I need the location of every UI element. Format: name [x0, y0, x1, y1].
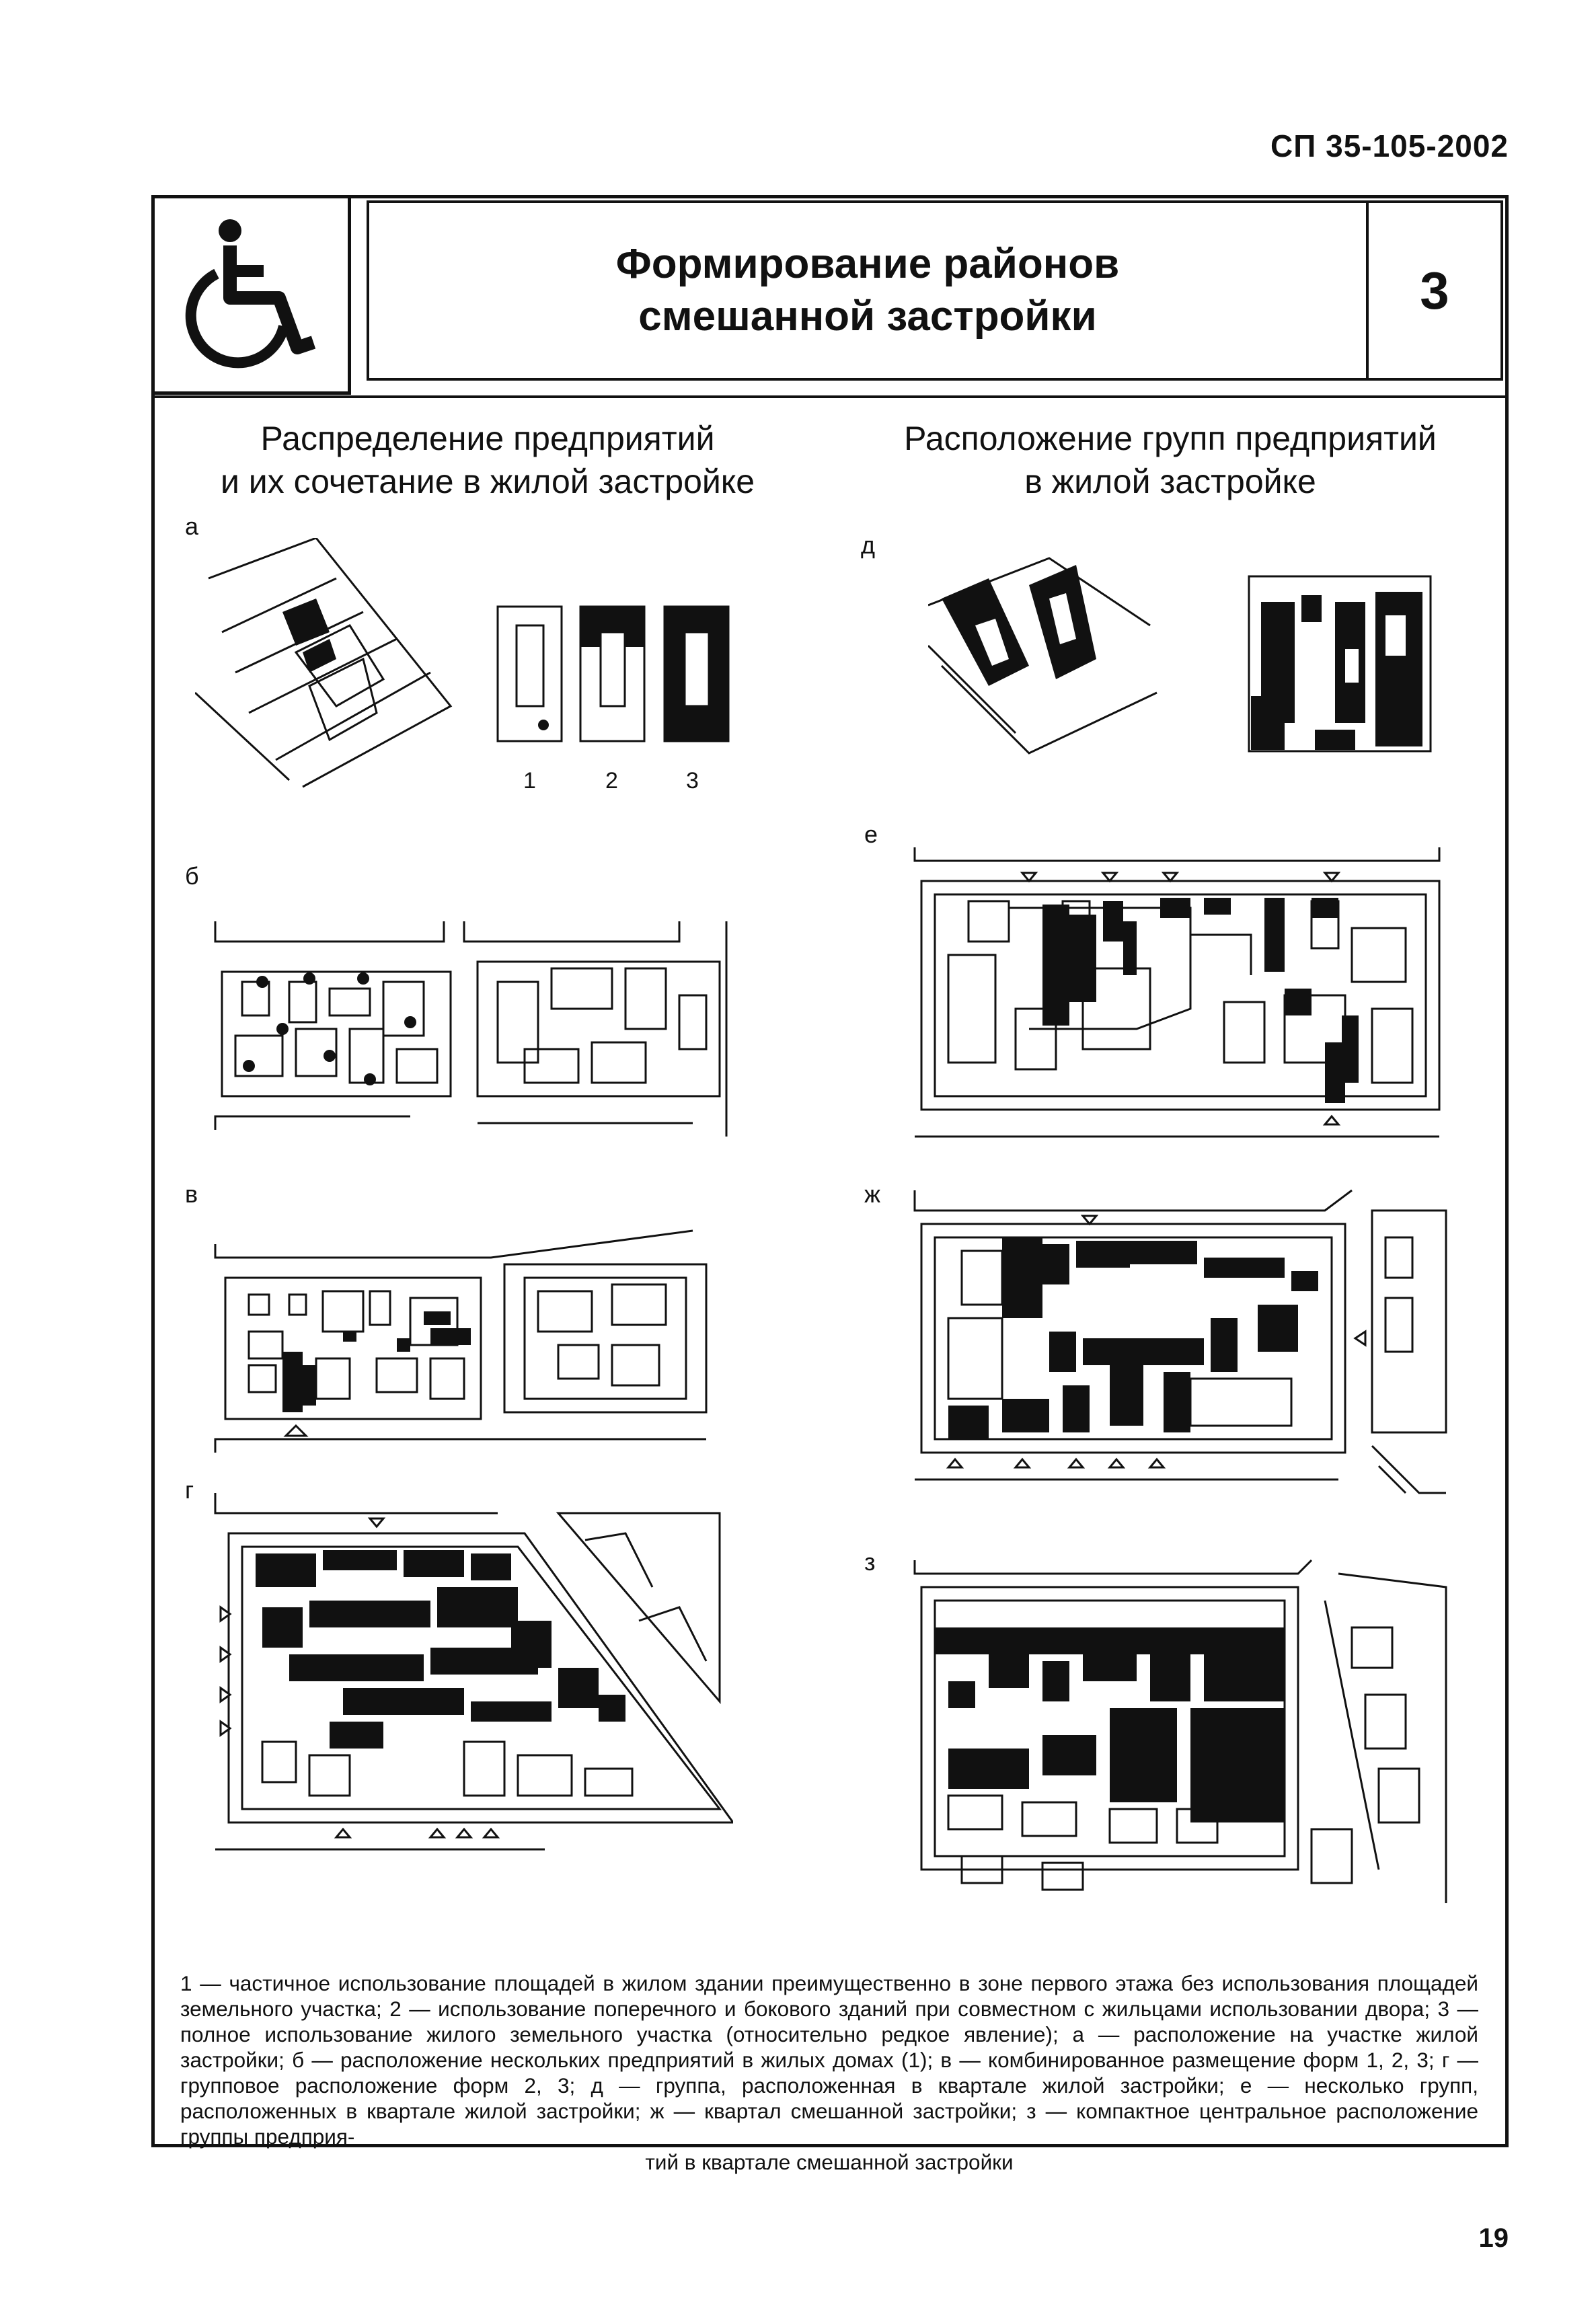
figure-d-axonometric [928, 531, 1170, 773]
page-frame [151, 195, 1509, 2147]
form-number-1: 1 [523, 768, 536, 794]
wheelchair-icon [185, 219, 316, 369]
icon-box [151, 195, 351, 395]
figure-z-plan [908, 1547, 1453, 1910]
figure-caption: 1 — частичное использование площадей в ж… [180, 1970, 1478, 2175]
figure-letter-e: е [864, 820, 878, 848]
figure-letter-b: б [185, 862, 199, 890]
form-number-3: 3 [686, 768, 699, 794]
figure-zh-plan [908, 1184, 1453, 1500]
figure-v-plan [208, 1204, 733, 1480]
figure-forms-1-2-3 [496, 605, 738, 746]
figure-letter-z: з [864, 1548, 876, 1576]
section-number: 3 [1369, 200, 1503, 381]
figure-e-plan [908, 834, 1453, 1150]
left-column-heading: Распределение предприятий и их сочетание… [220, 420, 755, 500]
figure-g-plan [208, 1486, 733, 1863]
page-number: 19 [1478, 2223, 1509, 2253]
figure-letter-v: в [185, 1180, 198, 1208]
figure-letter-g: г [185, 1476, 194, 1504]
header-separator [151, 395, 1509, 398]
figure-letter-d: д [861, 531, 876, 559]
caption-body: 1 — частичное использование площадей в ж… [180, 1971, 1478, 2149]
figure-a-axonometric [195, 538, 464, 794]
figure-b-plan [208, 915, 733, 1143]
title-box: Формирование районов смешанной застройки [367, 200, 1369, 381]
page-title: Формирование районов смешанной застройки [615, 241, 1120, 340]
right-column-heading: Расположение групп предприятий в жилой з… [904, 420, 1437, 500]
figure-d-plan [1248, 575, 1436, 757]
figure-letter-a: а [185, 512, 199, 540]
figure-letter-zh: ж [864, 1180, 881, 1208]
document-code: СП 35-105-2002 [1270, 128, 1509, 163]
form-number-2: 2 [605, 768, 618, 794]
caption-last-line: тий в квартале смешанной застройки [645, 2150, 1014, 2174]
